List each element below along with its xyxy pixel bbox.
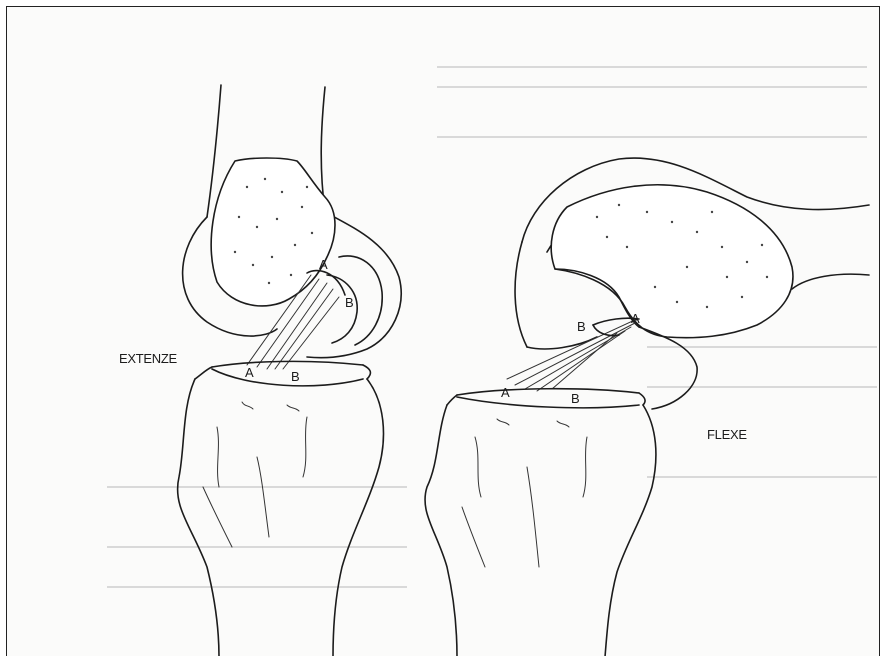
cruciate-ligament-right bbox=[507, 318, 639, 391]
knee-ligament-illustration: EXTENZE A B A B FLEXE A B A B bbox=[7, 7, 880, 656]
label-right-tibia-a: A bbox=[501, 385, 510, 400]
label-right-femur-b: B bbox=[577, 319, 586, 334]
figure-frame: EXTENZE A B A B FLEXE A B A B bbox=[6, 6, 880, 656]
label-left-tibia-a: A bbox=[245, 365, 254, 380]
label-flexion: FLEXE bbox=[707, 427, 747, 442]
label-left-femur-a: A bbox=[319, 257, 328, 272]
left-knee-extension bbox=[178, 85, 402, 656]
right-knee-flexion bbox=[425, 158, 869, 656]
label-extension: EXTENZE bbox=[119, 351, 177, 366]
label-left-femur-b: B bbox=[345, 295, 354, 310]
label-left-tibia-b: B bbox=[291, 369, 300, 384]
label-right-tibia-b: B bbox=[571, 391, 580, 406]
label-right-femur-a: A bbox=[631, 311, 640, 326]
bleed-through-text bbox=[107, 67, 877, 587]
